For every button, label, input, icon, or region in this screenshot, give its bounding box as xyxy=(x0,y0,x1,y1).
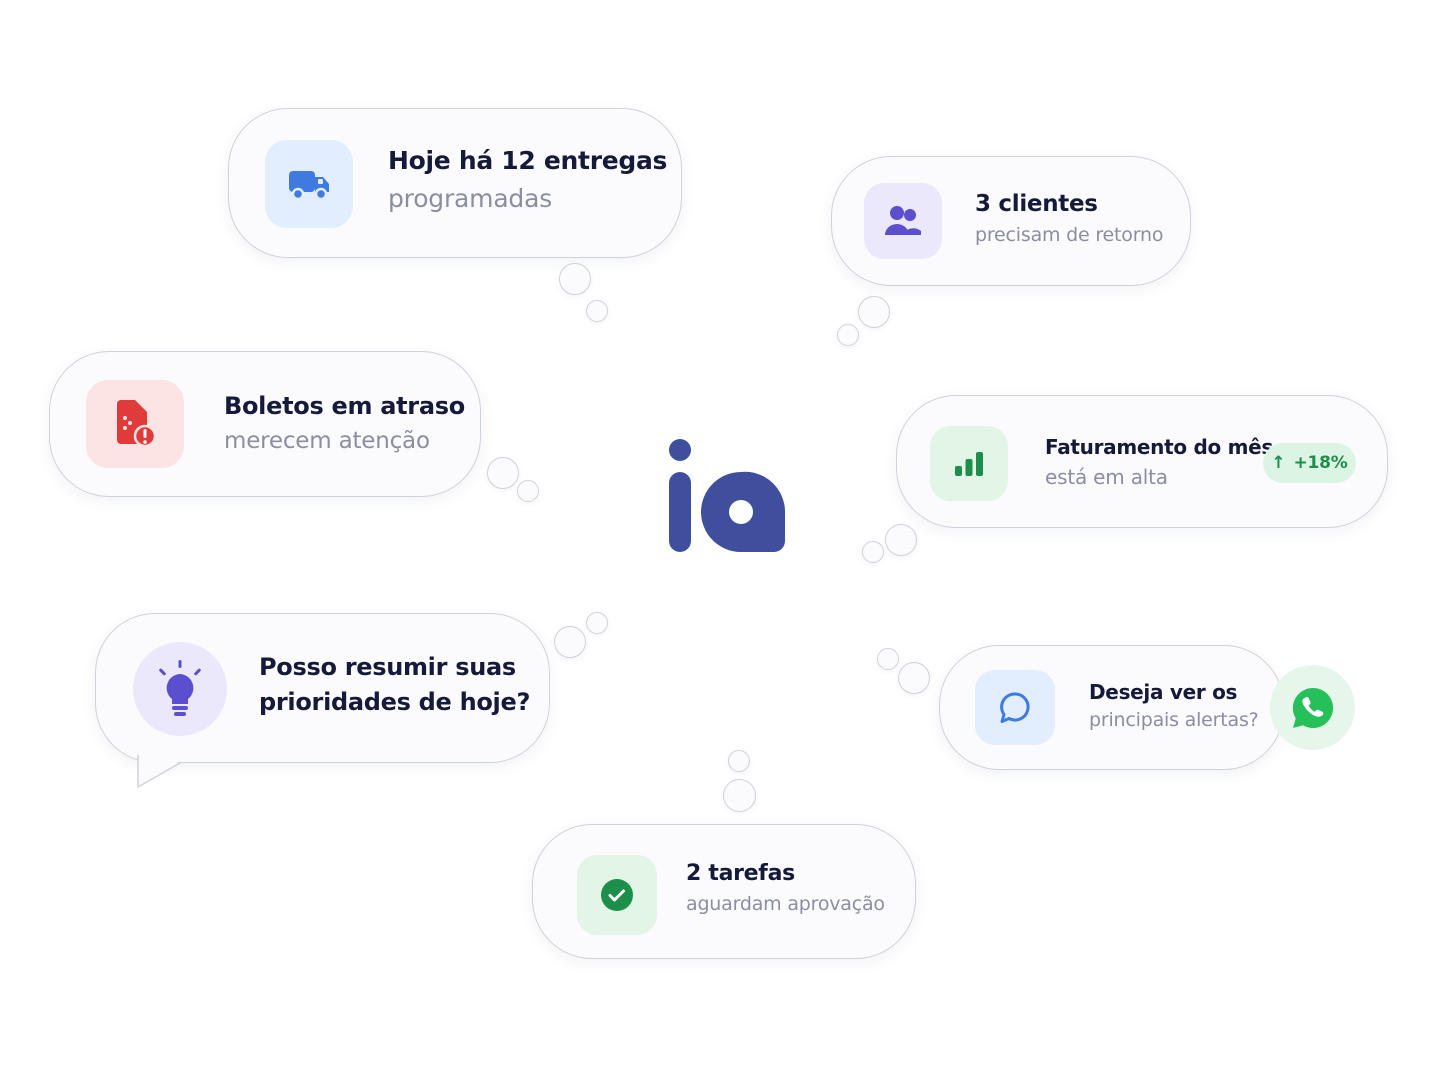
thought-dot xyxy=(586,300,608,322)
chat-icon xyxy=(1000,691,1030,723)
revenue-title: Faturamento do mês xyxy=(1045,435,1273,459)
summary-line2: prioridades de hoje? xyxy=(259,688,531,716)
thought-dot xyxy=(898,662,930,694)
lightbulb-icon xyxy=(159,660,201,716)
tasks-title: 2 tarefas xyxy=(686,861,795,886)
clients-title: 3 clientes xyxy=(975,191,1098,217)
tasks-subtitle: aguardam aprovação xyxy=(686,893,885,915)
growth-badge-value: +18% xyxy=(1293,453,1348,473)
whatsapp-icon xyxy=(1292,687,1333,728)
clients-subtitle: precisam de retorno xyxy=(975,224,1164,246)
thought-dot xyxy=(559,263,591,295)
check-circle-icon xyxy=(601,879,633,911)
thought-dot xyxy=(517,480,539,502)
alerts-line1: Deseja ver os xyxy=(1089,680,1238,704)
thought-dot xyxy=(728,750,750,772)
thought-dot xyxy=(862,541,884,563)
alerts-line2: principais alertas? xyxy=(1089,709,1259,731)
invoice-alert-icon-box xyxy=(86,380,184,468)
chat-icon-box xyxy=(975,670,1055,745)
revenue-subtitle: está em alta xyxy=(1045,465,1168,489)
deliveries-subtitle: programadas xyxy=(388,184,553,213)
users-icon-box xyxy=(864,183,942,259)
check-circle-icon-box xyxy=(577,855,657,935)
boletos-subtitle: merecem atenção xyxy=(224,428,430,454)
thought-dot xyxy=(723,779,756,812)
ia-logo xyxy=(669,439,786,552)
lightbulb-icon-box xyxy=(133,642,227,736)
bar-chart-icon-box xyxy=(930,426,1008,501)
whatsapp-button[interactable] xyxy=(1270,665,1355,750)
speech-tail xyxy=(137,755,181,789)
thought-dot xyxy=(837,324,859,346)
users-icon xyxy=(885,206,921,235)
thought-dot xyxy=(877,648,899,670)
thought-dot xyxy=(586,612,608,634)
boletos-title: Boletos em atraso xyxy=(224,392,465,420)
thought-dot xyxy=(858,296,890,328)
arrow-up-icon: ↑ xyxy=(1271,453,1286,473)
invoice-alert-icon xyxy=(117,400,157,448)
thought-dot xyxy=(554,626,586,658)
deliveries-title: Hoje há 12 entregas xyxy=(388,146,668,175)
growth-badge: ↑ +18% xyxy=(1263,443,1356,483)
summary-line1: Posso resumir suas xyxy=(259,653,516,681)
thought-dot xyxy=(487,457,519,489)
bar-chart-icon xyxy=(955,451,983,476)
truck-icon xyxy=(289,171,329,201)
thought-dot xyxy=(885,524,917,556)
truck-icon-box xyxy=(265,140,353,228)
